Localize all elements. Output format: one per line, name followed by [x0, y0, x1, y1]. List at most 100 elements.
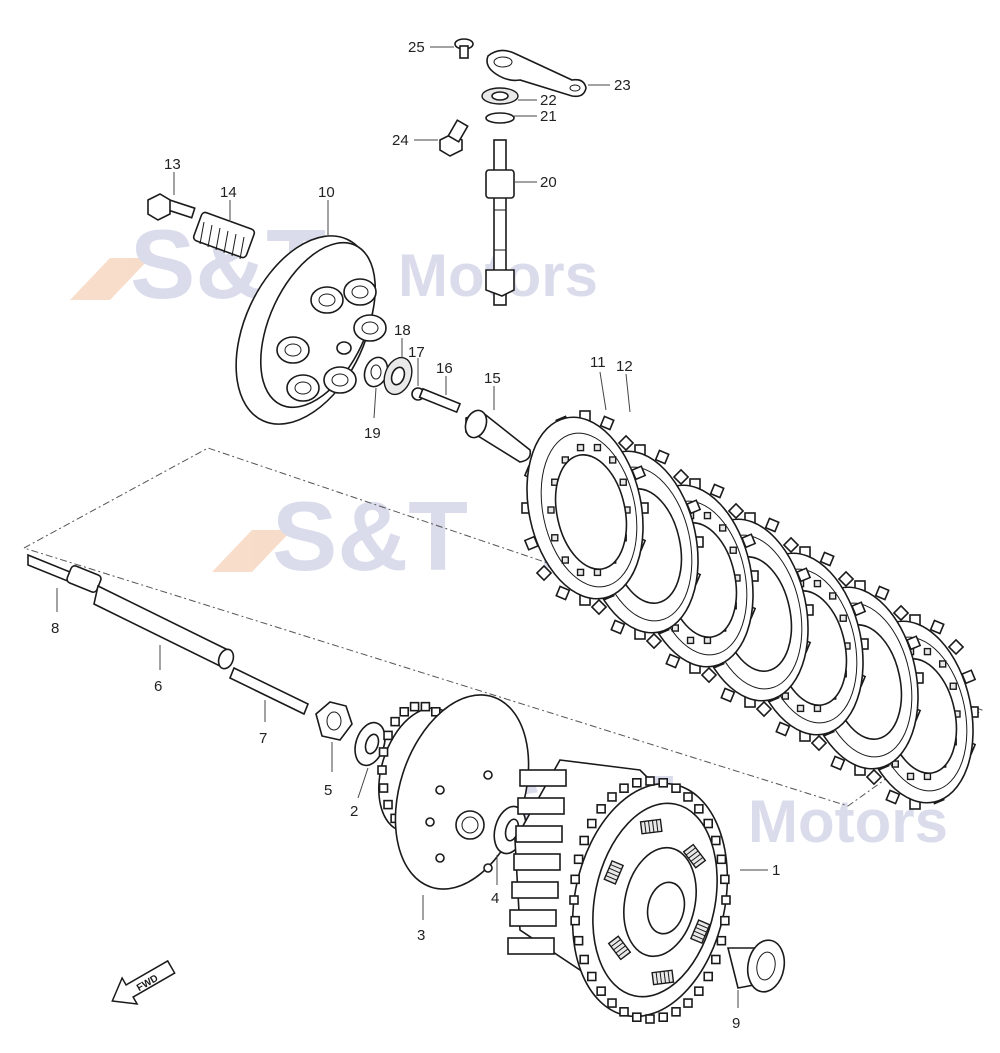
hub-spline	[455, 810, 485, 840]
basket-gear-tooth	[711, 954, 721, 965]
hub-gear-tooth	[377, 765, 387, 775]
pressure-plate-group	[147, 193, 387, 425]
callout-8: 8	[51, 620, 59, 637]
basket-gear-tooth	[619, 783, 629, 793]
damper-spring	[603, 859, 625, 885]
pressure-plate-boss	[323, 366, 357, 394]
damper-spring	[607, 935, 632, 961]
basket-bushing	[726, 939, 786, 993]
callout-3: 3	[417, 927, 425, 944]
basket-finger	[517, 797, 565, 815]
basket-gear-tooth	[694, 986, 704, 996]
release-shaft-group	[439, 38, 587, 306]
basket-gear-tooth	[683, 998, 693, 1008]
basket-gear-tooth	[586, 971, 597, 982]
lifter-bolt	[418, 387, 462, 414]
callout-16: 16	[436, 360, 453, 377]
basket-gear-tooth	[579, 954, 589, 965]
basket-gear-tooth	[721, 895, 731, 905]
basket-finger	[511, 881, 559, 899]
clutch-spring	[192, 211, 256, 260]
callouts: 1 2 3 4 5 6 7 8 9 10 11 12 13	[51, 39, 780, 1032]
damper-spring	[639, 818, 663, 835]
basket-gear-tooth	[569, 895, 579, 905]
callout-4: 4	[491, 890, 499, 907]
lifter-group	[363, 356, 532, 463]
basket-finger	[509, 909, 557, 927]
hub-gear-tooth	[409, 701, 420, 712]
fwd-label: FWD	[135, 973, 160, 994]
callout-21: 21	[540, 108, 557, 125]
basket-gear-tooth	[720, 915, 730, 926]
basket-gear-tooth	[632, 1012, 642, 1022]
basket-gear-tooth	[579, 835, 589, 846]
pressure-plate-boss	[353, 314, 387, 342]
callout-19: 19	[364, 425, 381, 442]
callout-11: 11	[590, 354, 606, 371]
callout-15: 15	[484, 370, 501, 387]
callout-10: 10	[318, 184, 335, 201]
pressure-plate-boss	[310, 286, 344, 314]
release-shaft-cam	[485, 269, 515, 297]
basket-gear-tooth	[711, 835, 721, 846]
hub-gear-tooth	[378, 747, 389, 757]
clutch-basket-group	[507, 759, 731, 1024]
hub-nut-group	[315, 701, 386, 767]
basket-finger	[515, 825, 563, 843]
callout-23: 23	[614, 77, 631, 94]
callout-1: 1	[772, 862, 780, 879]
friction-plate	[521, 410, 649, 606]
callout-12: 12	[616, 358, 633, 375]
clutch-plate-stack	[521, 410, 979, 810]
fwd-arrow-icon: FWD	[111, 959, 176, 1005]
basket-gear-tooth	[596, 986, 606, 996]
basket-gear-tooth	[632, 778, 642, 788]
callout-2: 2	[350, 803, 358, 820]
hub-gear-tooth	[399, 706, 410, 717]
hub-gear-tooth	[378, 783, 389, 793]
hub-gear-tooth	[383, 730, 393, 741]
callout-13: 13	[164, 156, 181, 173]
basket-finger	[513, 853, 561, 871]
hub-gear-tooth	[430, 706, 441, 717]
hub-gear-tooth	[390, 716, 400, 727]
basket-gear-tooth	[716, 854, 727, 865]
callout-14: 14	[220, 184, 237, 201]
basket-gear-tooth	[573, 854, 584, 865]
callout-18: 18	[394, 322, 411, 339]
push-rod-main	[93, 584, 229, 670]
basket-gear-tooth	[694, 804, 704, 814]
basket-gear-tooth	[683, 792, 693, 802]
basket-gear-tooth	[645, 1014, 655, 1024]
push-rod-end	[27, 553, 71, 584]
damper-spring	[682, 843, 707, 869]
damper-spring	[651, 969, 675, 986]
basket-gear-tooth	[703, 971, 714, 982]
basket-gear-tooth	[716, 935, 727, 946]
callout-24: 24	[392, 132, 409, 149]
callout-7: 7	[259, 730, 267, 747]
basket-gear-tooth	[573, 935, 584, 946]
watermark-logo-middle: S&T	[272, 481, 468, 591]
basket-hub-boss	[646, 881, 686, 935]
callout-25: 25	[408, 39, 425, 56]
pressure-plate-boss	[286, 374, 320, 402]
pushrod-group	[27, 553, 310, 716]
basket-gear-tooth	[570, 915, 580, 926]
basket-gear-tooth	[596, 804, 606, 814]
hub-nut	[315, 701, 353, 741]
callout-9: 9	[732, 1015, 740, 1032]
basket-gear-tooth	[703, 818, 714, 829]
basket-gear-tooth	[607, 792, 617, 802]
pressure-plate-boss	[343, 278, 377, 306]
callout-20: 20	[540, 174, 557, 191]
hub-gear-tooth	[420, 701, 431, 712]
basket-gear-tooth	[645, 776, 655, 786]
basket-gear-tooth	[658, 778, 668, 788]
basket-gear-tooth	[619, 1007, 629, 1017]
hub-gear-tooth	[383, 799, 393, 810]
assembly-outline	[22, 447, 984, 807]
basket-gear-tooth	[570, 874, 580, 885]
push-rod-bushing	[66, 565, 102, 593]
